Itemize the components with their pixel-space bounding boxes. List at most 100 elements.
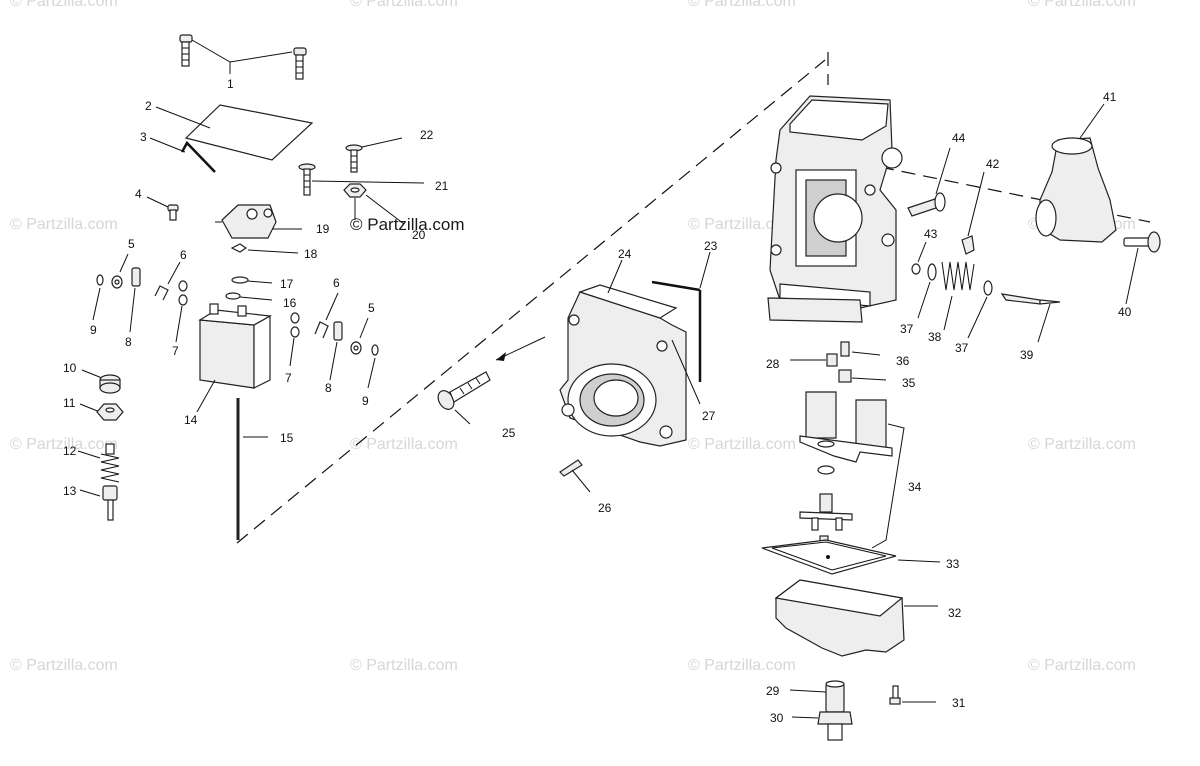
part-2-cover-plate [184, 104, 314, 161]
callout-18: 18 [304, 247, 318, 261]
part-28-jet [790, 353, 838, 367]
callout-31: 31 [952, 696, 966, 710]
part-27-leader [671, 339, 701, 405]
callout-1: 1 [227, 77, 234, 91]
callout-25: 25 [502, 426, 516, 440]
callout-37b: 37 [955, 341, 969, 355]
callout-29: 29 [766, 684, 780, 698]
callout-22: 22 [420, 128, 434, 142]
callout-40: 40 [1118, 305, 1132, 319]
callout-35: 35 [902, 376, 916, 390]
part-4-screw [146, 196, 179, 221]
callout-27: 27 [702, 409, 716, 423]
part-18-clip [230, 243, 299, 254]
callout-5b: 5 [368, 301, 375, 315]
watermark: © Partzilla.com [350, 436, 458, 453]
callout-9b: 9 [362, 394, 369, 408]
watermark: © Partzilla.com [1028, 0, 1136, 10]
watermark: © Partzilla.com [10, 657, 118, 674]
callout-9a: 9 [90, 323, 97, 337]
watermark: © Partzilla.com [10, 0, 118, 10]
watermark: © Partzilla.com [688, 0, 796, 10]
part-5-washer-right [350, 317, 369, 355]
part-24-intake-adapter [559, 259, 687, 447]
callout-16: 16 [283, 296, 297, 310]
callout-17: 17 [280, 277, 294, 291]
callout-30: 30 [770, 711, 784, 725]
carburetor-body [767, 95, 903, 323]
part-41-cover [1035, 103, 1117, 243]
callout-43: 43 [924, 227, 938, 241]
part-34-float [799, 391, 905, 549]
part-30-drain-plug [791, 711, 853, 741]
part-33-gasket [761, 539, 941, 575]
watermark-main: © Partzilla.com [350, 215, 465, 234]
callout-7b: 7 [285, 371, 292, 385]
part-9-ring-left [92, 274, 104, 321]
callout-labels: 1 2 3 4 5 6 9 8 7 10 11 12 13 14 15 16 1… [63, 77, 1132, 725]
callout-26: 26 [598, 501, 612, 515]
callout-5a: 5 [128, 237, 135, 251]
assembly-dashed-line [236, 59, 826, 544]
callout-8a: 8 [125, 335, 132, 349]
callout-23: 23 [704, 239, 718, 253]
part-8-link-right [329, 321, 343, 381]
callout-33: 33 [946, 557, 960, 571]
part-35-jet [838, 369, 887, 383]
part-15-needle [236, 398, 268, 540]
callout-3: 3 [140, 130, 147, 144]
part-14-throttle-slide [196, 303, 272, 413]
part-7-pins-left [175, 280, 188, 343]
callout-41: 41 [1103, 90, 1117, 104]
callout-6b: 6 [333, 276, 340, 290]
callout-2: 2 [145, 99, 152, 113]
watermark: © Partzilla.com [1028, 436, 1136, 453]
part-34-ring [817, 465, 835, 475]
watermark: © Partzilla.com [10, 216, 118, 233]
part-6-clip-right [314, 292, 339, 339]
part-31-screw [889, 685, 936, 705]
part-9-ring-right [367, 344, 379, 389]
part-32-float-bowl [774, 579, 938, 657]
part-20-nut [343, 183, 405, 225]
part-44-fitting [907, 147, 951, 217]
part-22-screw [345, 137, 403, 173]
callout-21: 21 [435, 179, 449, 193]
callout-10: 10 [63, 361, 77, 375]
part-40-screw [1123, 231, 1161, 305]
callout-4: 4 [135, 187, 142, 201]
callout-19: 19 [316, 222, 330, 236]
part-7-pins-right [289, 312, 300, 367]
part-17-e-clip [231, 276, 249, 284]
part-36-jet [840, 341, 881, 357]
watermark: © Partzilla.com [1028, 657, 1136, 674]
callout-14: 14 [184, 413, 198, 427]
part-37-washer-left [917, 263, 937, 319]
callout-6a: 6 [180, 248, 187, 262]
part-38-spring [941, 261, 975, 331]
callout-7a: 7 [172, 344, 179, 358]
watermark: © Partzilla.com [10, 436, 118, 453]
part-37-washer-right [967, 280, 993, 339]
callout-13: 13 [63, 484, 77, 498]
watermark: © Partzilla.com [350, 0, 458, 10]
part-29-drain [789, 680, 845, 713]
callout-42: 42 [986, 157, 1000, 171]
callout-36: 36 [896, 354, 910, 368]
part-5-washer-left [111, 253, 129, 289]
callout-32: 32 [948, 606, 962, 620]
callout-15: 15 [280, 431, 294, 445]
callout-12: 12 [63, 444, 77, 458]
callout-20: 20 [412, 228, 426, 242]
part-25-bolt [437, 336, 546, 425]
part-10-cap [81, 369, 121, 394]
part-19-bracket [215, 204, 302, 239]
part-6-clip-left [154, 261, 181, 301]
part-12-spring [77, 443, 120, 483]
watermark: © Partzilla.com [688, 216, 796, 233]
part-23-rod [651, 251, 711, 382]
callout-24: 24 [618, 247, 632, 261]
watermark: © Partzilla.com [688, 436, 796, 453]
